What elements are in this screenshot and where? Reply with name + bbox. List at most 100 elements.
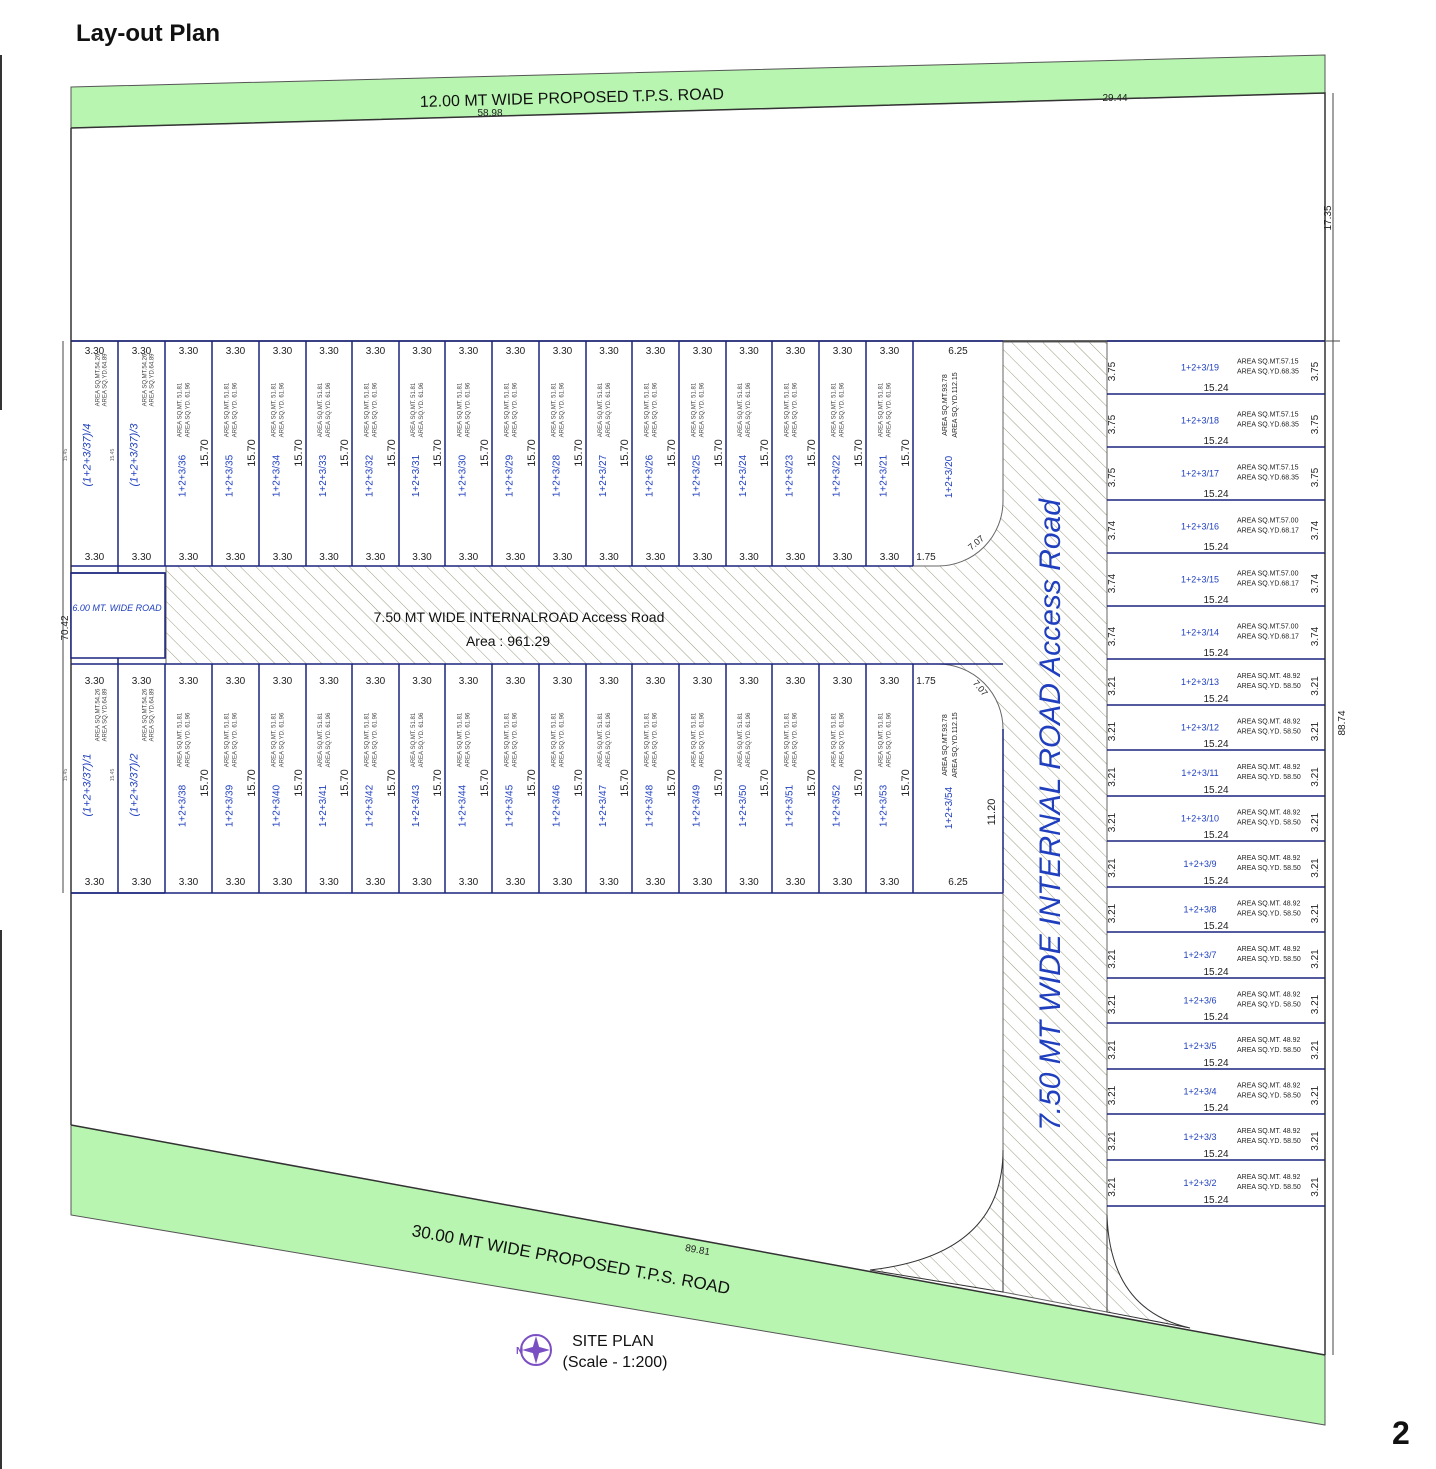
plot-area-yd: AREA SQ.YD. 61.96 <box>280 712 286 767</box>
right-plot-width: 3.21 <box>1310 1131 1321 1151</box>
plot-depth-label: 15.70 <box>432 439 444 467</box>
right-plot-width: 3.21 <box>1310 721 1321 741</box>
right-plot-area-mt: AREA SQ.MT.57.00 <box>1237 624 1299 631</box>
right-plot-area-yd: AREA SQ.YD. 58.50 <box>1237 774 1301 781</box>
plot-width-label: 3.30 <box>739 552 759 563</box>
plot-width-label: 3.30 <box>366 552 386 563</box>
plot-area-mt: AREA SQ.MT. 51.81 <box>879 712 885 767</box>
plot-area-yd: AREA SQ.YD. 61.96 <box>840 712 846 767</box>
right-plot-area-mt: AREA SQ.MT. 48.92 <box>1237 1174 1301 1181</box>
right-plot-width: 3.75 <box>1310 414 1321 434</box>
plot-area-yd: AREA SQ.YD. 61.96 <box>560 382 566 437</box>
plot-id: 1+2+3/29 <box>505 454 516 497</box>
plot-area-mt: AREA SQ.MT. 51.81 <box>832 382 838 437</box>
plot-width-label: 3.30 <box>553 552 573 563</box>
left-depth-label: 15.45 <box>110 449 116 462</box>
plot-width-label: 3.30 <box>179 552 199 563</box>
left-margin-line-top <box>0 55 2 410</box>
plot-width-label: 3.30 <box>833 676 853 687</box>
right-plot-width: 3.21 <box>1107 767 1118 787</box>
plot-id: 1+2+3/47 <box>598 784 609 827</box>
plot-area-mt: AREA SQ.MT. 51.81 <box>365 382 371 437</box>
plot-area-yd: AREA SQ.YD. 61.96 <box>793 712 799 767</box>
plot-width-label: 3.30 <box>693 877 713 888</box>
plot-id: 1+2+3/32 <box>365 454 376 497</box>
plot-width-label: 3.30 <box>506 346 526 357</box>
right-plot-width: 3.21 <box>1107 949 1118 969</box>
plot-width-label: 3.30 <box>319 676 339 687</box>
plot-area-mt: AREA SQ.MT. 51.81 <box>785 382 791 437</box>
right-plot-width: 3.75 <box>1107 414 1118 434</box>
right-plot-area-yd: AREA SQ.YD.68.35 <box>1237 422 1299 429</box>
plot-depth-label: 15.70 <box>666 439 678 467</box>
right-plot-width: 3.74 <box>1310 626 1321 646</box>
right-plot-width: 3.21 <box>1310 1177 1321 1197</box>
right-plot-depth: 15.24 <box>1203 739 1228 750</box>
corner-area-yd: AREA SQ.YD.112.15 <box>952 712 959 777</box>
plot-id: 1+2+3/33 <box>318 454 329 497</box>
right-plot-id: 1+2+3/4 <box>1183 1087 1216 1097</box>
right-plot-width: 3.74 <box>1107 573 1118 593</box>
plot-width-label: 3.30 <box>273 552 293 563</box>
right-plot-depth: 15.24 <box>1203 542 1228 553</box>
plot-width-label: 3.30 <box>85 676 105 687</box>
right-plot-width: 3.21 <box>1107 1131 1118 1151</box>
plot-width-label: 3.30 <box>646 552 666 563</box>
plot-id: 1+2+3/52 <box>832 784 843 827</box>
right-plot-id: 1+2+3/2 <box>1183 1178 1216 1188</box>
right-plot-width: 3.21 <box>1107 1085 1118 1105</box>
right-plot-width: 3.21 <box>1310 903 1321 923</box>
plot-width-label: 3.30 <box>506 552 526 563</box>
plot-depth-label: 15.70 <box>806 439 818 467</box>
plot-depth-label: 15.70 <box>759 439 771 467</box>
road-flare-right <box>1106 1214 1191 1329</box>
right-plot-area-yd: AREA SQ.YD. 58.50 <box>1237 911 1301 918</box>
left-plot-area-yd: AREA SQ.YD.64.89 <box>103 688 109 742</box>
plot-area-yd: AREA SQ.YD. 61.96 <box>653 382 659 437</box>
left-plot-area-yd: AREA SQ.YD.64.89 <box>103 353 109 407</box>
dim-top-a: 58.98 <box>477 108 502 119</box>
plot-area-yd: AREA SQ.YD. 61.96 <box>373 382 379 437</box>
right-plot-area-mt: AREA SQ.MT.57.15 <box>1237 412 1299 419</box>
right-plot-id: 1+2+3/19 <box>1181 363 1219 373</box>
plot-area-mt: AREA SQ.MT. 51.81 <box>552 712 558 767</box>
right-plot-width: 3.21 <box>1107 858 1118 878</box>
plot-id: 1+2+3/35 <box>225 454 236 497</box>
right-plot-depth: 15.24 <box>1203 830 1228 841</box>
plot-width-label: 3.30 <box>599 552 619 563</box>
right-plot-width: 3.21 <box>1107 812 1118 832</box>
plot-id: 1+2+3/38 <box>178 784 189 827</box>
right-plot-width: 3.21 <box>1107 994 1118 1014</box>
side-road-label: 6.00 MT. WIDE ROAD <box>72 603 162 613</box>
plot-area-yd: AREA SQ.YD. 61.96 <box>746 712 752 767</box>
plot-width-label: 3.30 <box>786 676 806 687</box>
dim-right-top: 17.35 <box>1323 205 1334 230</box>
plot-area-yd: AREA SQ.YD. 61.96 <box>233 712 239 767</box>
right-plot-id: 1+2+3/14 <box>1181 628 1219 638</box>
right-plot-area-yd: AREA SQ.YD. 58.50 <box>1237 1093 1301 1100</box>
plot-area-yd: AREA SQ.YD. 61.96 <box>746 382 752 437</box>
plot-depth-label: 15.70 <box>199 769 211 797</box>
dim-corner-depth: 11.20 <box>986 799 998 826</box>
page-title: Lay-out Plan <box>76 20 221 47</box>
plot-area-mt: AREA SQ.MT. 51.81 <box>692 712 698 767</box>
left-plot-area-mt: AREA SQ.MT.54.26 <box>143 353 149 406</box>
plot-width-label: 3.30 <box>412 552 432 563</box>
plot-width-label: 3.30 <box>553 346 573 357</box>
plot-id: 1+2+3/50 <box>738 784 749 827</box>
site-plan-scale: (Scale - 1:200) <box>563 1354 668 1371</box>
right-plot-depth: 15.24 <box>1203 1195 1228 1206</box>
right-plot-width: 3.21 <box>1310 994 1321 1014</box>
right-plot-area-yd: AREA SQ.YD. 58.50 <box>1237 1184 1301 1191</box>
side-road <box>70 572 166 659</box>
plot-area-yd: AREA SQ.YD. 61.96 <box>653 712 659 767</box>
plot-id: 1+2+3/30 <box>458 454 469 497</box>
plot-depth-label: 15.70 <box>900 439 912 467</box>
plot-area-yd: AREA SQ.YD. 61.96 <box>466 382 472 437</box>
plot-area-mt: AREA SQ.MT. 51.81 <box>178 712 184 767</box>
plot-id: 1+2+3/34 <box>272 454 283 497</box>
road-flare-left <box>869 1149 1004 1293</box>
right-plot-depth: 15.24 <box>1203 595 1228 606</box>
right-plot-area-yd: AREA SQ.YD. 58.50 <box>1237 729 1301 736</box>
plot-id: 1+2+3/26 <box>645 454 656 497</box>
